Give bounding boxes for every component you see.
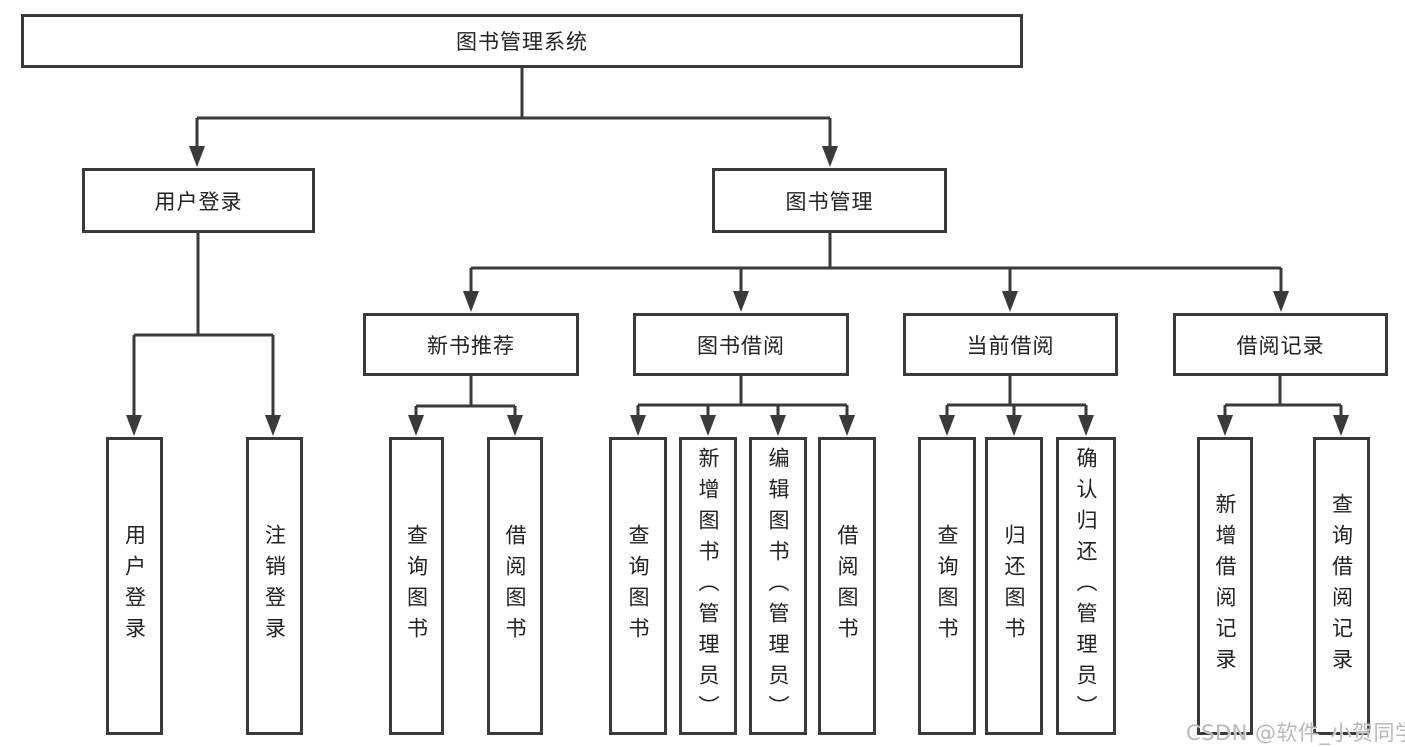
node-add-book-admin: 新增图书（管理员） (679, 437, 737, 735)
node-add-borrow-record: 新增借阅记录 (1197, 437, 1253, 735)
node-borrowing-records: 借阅记录 (1173, 313, 1388, 376)
node-user-login-leaf: 用户登录 (106, 437, 163, 735)
watermark: CSDN @软件_小贺同学 (1186, 721, 1405, 745)
node-borrow-books-borrowing: 借阅图书 (818, 437, 876, 735)
connector-borrow-records-to-leaves (1223, 374, 1343, 420)
node-query-books-current: 查询图书 (918, 437, 976, 735)
node-query-borrow-record: 查询借阅记录 (1313, 437, 1370, 735)
connector-book-management-to-level3 (469, 231, 1283, 295)
node-borrow-books-recommend: 借阅图书 (487, 437, 543, 735)
connector-root-to-level2 (195, 66, 832, 150)
node-query-books-recommend: 查询图书 (389, 437, 444, 735)
node-book-management: 图书管理 (712, 168, 947, 233)
node-confirm-return-admin: 确认归还（管理员） (1056, 437, 1116, 735)
node-return-book: 归还图书 (985, 437, 1043, 735)
arrowheads (126, 146, 1349, 436)
node-new-book-recommendation: 新书推荐 (363, 313, 579, 376)
node-book-borrowing: 图书借阅 (633, 313, 849, 376)
node-user-login: 用户登录 (82, 168, 315, 233)
connector-new-book-to-leaves (414, 374, 517, 420)
connector-user-login-to-leaves (132, 231, 275, 420)
node-current-borrowing: 当前借阅 (903, 313, 1118, 376)
node-logout: 注销登录 (246, 437, 303, 735)
node-edit-book-admin: 编辑图书（管理员） (749, 437, 807, 735)
connector-current-borrow-to-leaves (945, 374, 1088, 420)
node-library-management-system: 图书管理系统 (21, 14, 1023, 68)
connector-book-borrow-to-leaves (636, 374, 849, 420)
node-query-books-borrowing: 查询图书 (609, 437, 667, 735)
